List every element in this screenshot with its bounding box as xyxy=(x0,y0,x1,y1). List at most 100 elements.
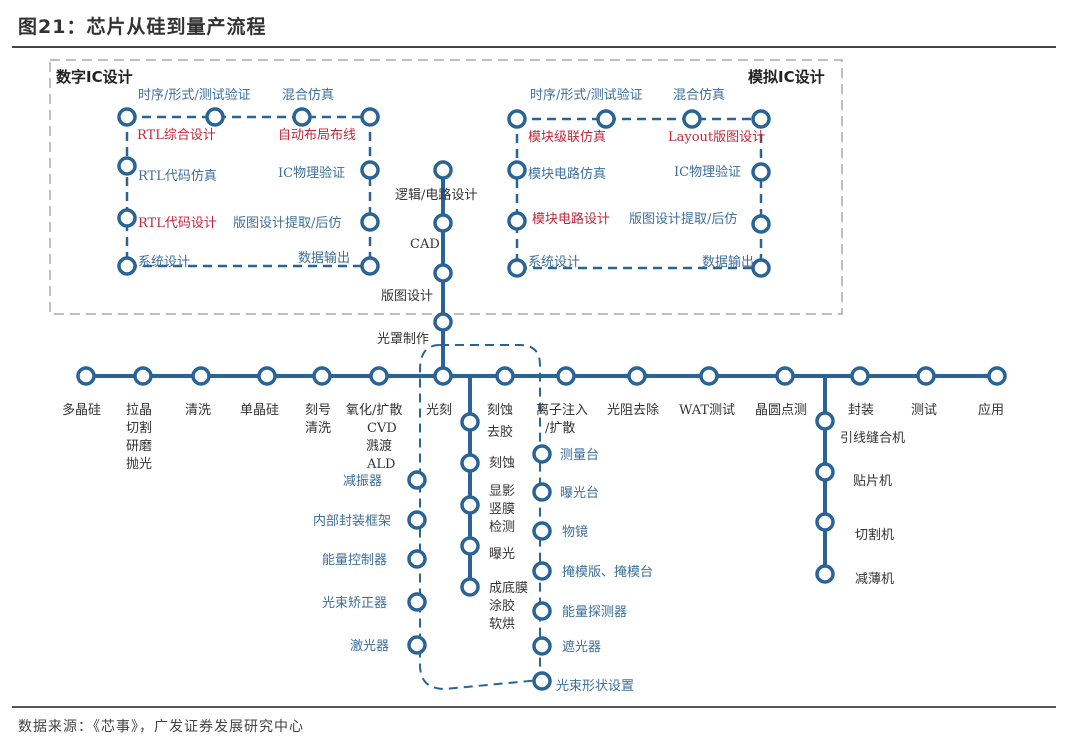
equipment-node xyxy=(532,636,552,656)
label-metrology-stage: 测量台 xyxy=(560,448,599,463)
label-marking-1: 刻号 xyxy=(305,403,331,418)
main-node xyxy=(495,366,515,386)
label-develop-1: 显影 xyxy=(489,484,515,499)
digital-node xyxy=(360,107,380,127)
analog-ic-group: 模拟IC设计 时序/形式/测试验证 混合仿真 模块级联仿真 Layout版图设计… xyxy=(507,68,825,278)
label-data-output-analog: 数据输出 xyxy=(702,254,754,270)
digital-node xyxy=(360,212,380,232)
analog-node xyxy=(751,162,771,182)
label-oxidation-3: 溅渡 xyxy=(366,438,392,454)
label-system-design: 系统设计 xyxy=(138,255,190,270)
label-layout-extract-analog: 版图设计提取/后仿 xyxy=(629,211,737,227)
packaging-node xyxy=(815,564,835,584)
label-litho-etch: 刻蚀 xyxy=(489,456,515,471)
label-reticle: 掩模版、掩模台 xyxy=(562,565,653,580)
label-mask-making: 光罩制作 xyxy=(377,332,429,347)
label-shutter: 遮光器 xyxy=(562,639,601,655)
label-system-design-analog: 系统设计 xyxy=(528,255,580,270)
litho-node xyxy=(460,412,480,432)
equipment-node xyxy=(532,482,552,502)
label-oxidation-2: CVD xyxy=(367,421,397,436)
digital-node xyxy=(205,107,225,127)
label-oxidation-4: ALD xyxy=(366,457,395,472)
label-wafer-probe: 晶圆点测 xyxy=(755,403,807,418)
litho-equipment-right: 测量台 曝光台 物镜 掩模版、掩模台 能量探测器 遮光器 光束形状设置 xyxy=(532,444,653,694)
center-node xyxy=(433,263,453,283)
equipment-node xyxy=(532,561,552,581)
label-damper: 减振器 xyxy=(343,474,382,489)
label-exposure-stage: 曝光台 xyxy=(560,486,599,501)
equipment-node xyxy=(407,592,427,612)
analog-node xyxy=(507,109,527,129)
digital-ic-group: 数字IC设计 时序/形式/测试验证 混合仿真 RTL综合设计 自动布局布线 RT… xyxy=(56,68,380,276)
label-prime-1: 成底膜 xyxy=(489,580,528,596)
center-node xyxy=(433,160,453,180)
lithography-branch: 刻蚀 显影 竖膜 检测 曝光 成底膜 涂胶 软烘 xyxy=(460,376,528,632)
source-note: 数据来源：《芯事》，广发证券发展研究中心 xyxy=(18,719,304,735)
main-node xyxy=(627,366,647,386)
label-rtl-code-design: RTL代码设计 xyxy=(138,216,217,231)
digital-node xyxy=(360,160,380,180)
packaging-node xyxy=(815,512,835,532)
analog-top-label-2: 混合仿真 xyxy=(673,88,725,103)
center-branch: 逻辑/电路设计 CAD 版图设计 光罩制作 xyxy=(377,160,477,376)
label-lithography: 光刻 xyxy=(426,403,452,418)
label-laser: 激光器 xyxy=(350,639,389,654)
label-rtl-sim: RTL代码仿真 xyxy=(138,169,217,184)
main-node xyxy=(312,366,332,386)
label-etch-2: 去胶 xyxy=(487,424,513,440)
digital-node xyxy=(117,208,137,228)
label-ion-implant-1: 离子注入 xyxy=(536,402,588,418)
main-node xyxy=(433,366,453,386)
digital-top-label-1: 时序/形式/测试验证 xyxy=(138,87,251,103)
label-energy-detector: 能量探测器 xyxy=(562,605,627,620)
packaging-node xyxy=(815,462,835,482)
equipment-node xyxy=(407,470,427,490)
litho-node xyxy=(460,536,480,556)
label-develop-3: 检测 xyxy=(489,520,515,535)
digital-node xyxy=(292,107,312,127)
label-resist-strip: 光阻去除 xyxy=(607,403,659,418)
label-beam-corrector: 光束矫正器 xyxy=(322,596,387,611)
label-prime-2: 涂胶 xyxy=(489,598,515,614)
label-marking-2: 清洗 xyxy=(305,421,331,436)
label-ic-physical-verify-analog: IC物理验证 xyxy=(674,164,741,180)
main-node xyxy=(556,366,576,386)
main-node xyxy=(133,366,153,386)
label-layout-extract: 版图设计提取/后仿 xyxy=(233,215,341,231)
title-divider xyxy=(12,46,1056,48)
label-cad: CAD xyxy=(410,237,440,252)
label-crystal-pull-2: 切割 xyxy=(126,420,152,436)
litho-node xyxy=(460,453,480,473)
label-rtl-synthesis: RTL综合设计 xyxy=(137,128,216,143)
analog-node xyxy=(751,214,771,234)
label-etch-1: 刻蚀 xyxy=(487,403,513,418)
label-module-circuit-design: 模块电路设计 xyxy=(532,211,610,227)
figure-title: 图21：芯片从硅到量产流程 xyxy=(18,16,267,38)
equipment-node xyxy=(407,549,427,569)
label-monocrystal: 单晶硅 xyxy=(240,403,279,418)
label-crystal-pull-1: 拉晶 xyxy=(126,403,152,418)
equipment-node xyxy=(532,521,552,541)
label-cleaning: 清洗 xyxy=(185,403,211,418)
main-node xyxy=(257,366,277,386)
label-wire-bonder: 引线缝合机 xyxy=(840,431,905,446)
label-application: 应用 xyxy=(978,402,1004,418)
digital-top-label-2: 混合仿真 xyxy=(282,88,334,103)
packaging-node xyxy=(815,411,835,431)
litho-node xyxy=(460,495,480,515)
label-crystal-pull-3: 研磨 xyxy=(126,439,152,454)
analog-node xyxy=(751,258,771,278)
main-node xyxy=(850,366,870,386)
main-node xyxy=(987,366,1007,386)
label-testing: 测试 xyxy=(911,403,937,418)
label-logic-circuit-design: 逻辑/电路设计 xyxy=(395,187,477,203)
label-auto-place-route: 自动布局布线 xyxy=(278,128,356,143)
analog-top-label-1: 时序/形式/测试验证 xyxy=(530,87,643,103)
digital-node xyxy=(360,256,380,276)
label-packaging: 封装 xyxy=(848,403,874,418)
analog-node xyxy=(751,109,771,129)
digital-node xyxy=(117,256,137,276)
label-module-circuit-sim: 模块电路仿真 xyxy=(528,166,606,182)
